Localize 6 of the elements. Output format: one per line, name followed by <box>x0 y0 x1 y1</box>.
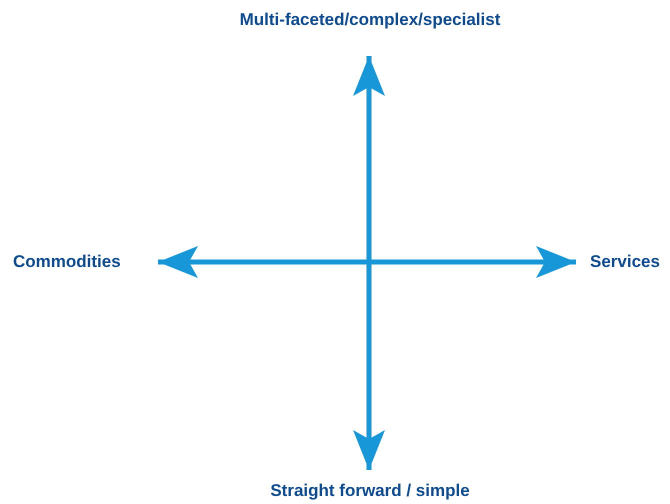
axis-label: Commodities <box>8 246 158 278</box>
axis-label: Straight forward / simple <box>200 470 540 504</box>
double-headed-arrow <box>353 56 385 470</box>
axis-label: Multi-faceted/complex/specialist <box>180 10 560 56</box>
axis-label: Services <box>576 246 670 278</box>
double-headed-arrow <box>158 246 576 278</box>
